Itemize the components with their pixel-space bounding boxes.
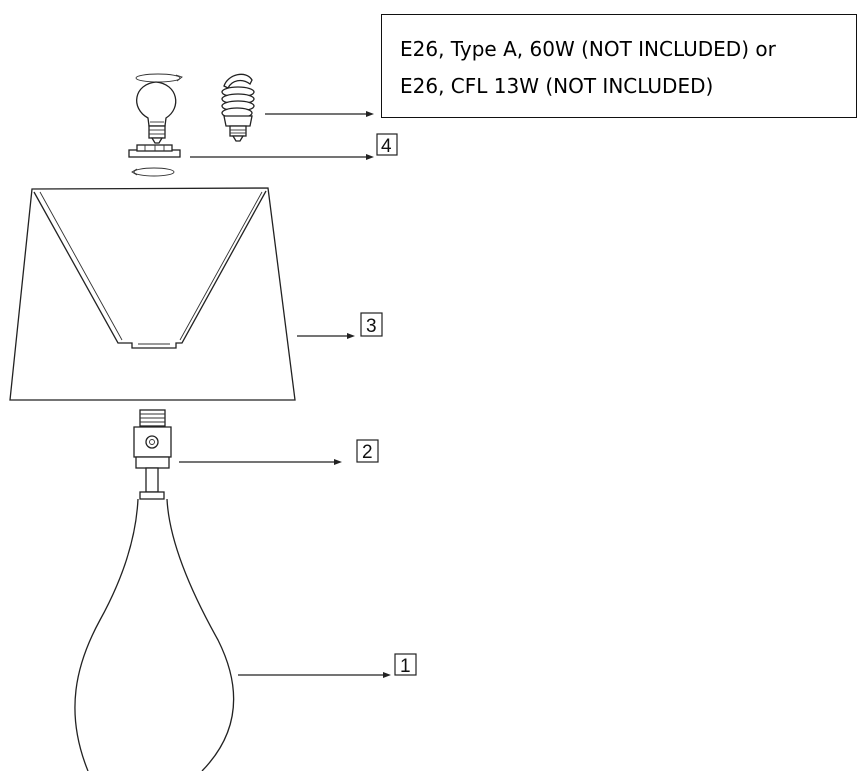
callout-number-1: 1 (400, 656, 411, 677)
callout-number-4: 4 (381, 136, 392, 157)
lamp-base (74, 498, 235, 771)
callout-box-1 (394, 653, 417, 676)
cfl-bulb-icon (221, 73, 255, 142)
rotate-arrow-icon (135, 73, 183, 83)
bulb-spec-line-2: E26, CFL 13W (NOT INCLUDED) (400, 74, 714, 98)
shade-ring-part (128, 144, 181, 177)
callout-number-2: 2 (362, 442, 373, 463)
bulb-spec-line-1: E26, Type A, 60W (NOT INCLUDED) or (400, 37, 776, 61)
callout-box-3 (360, 312, 383, 337)
callout-number-3: 3 (366, 316, 377, 337)
callout-box-4 (376, 133, 398, 156)
bulb-spec-box: E26, Type A, 60W (NOT INCLUDED) or E26, … (381, 14, 857, 118)
lamp-socket (133, 409, 172, 500)
lamp-shade (9, 187, 296, 401)
callout-box-2 (356, 439, 379, 463)
incandescent-bulb-icon (135, 73, 183, 144)
rotate-arrow-icon (131, 167, 175, 177)
